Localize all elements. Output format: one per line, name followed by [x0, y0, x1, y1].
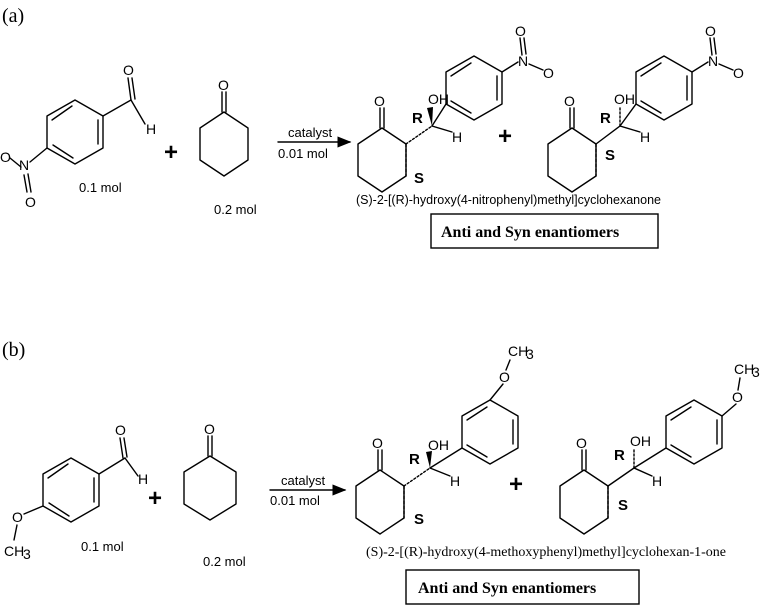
- panel-a-plus-2: +: [498, 123, 512, 150]
- product1-b-ketone-oxygen: O: [372, 435, 383, 451]
- aldehyde-oxygen-a: O: [123, 62, 134, 78]
- panel-b-product-2: O OH H O CH 3: [559, 361, 760, 535]
- panel-b-plus-2: +: [509, 471, 523, 498]
- product1-b-sub3: 3: [526, 346, 534, 362]
- product1-b-hydrogen: H: [450, 473, 460, 489]
- panel-a-plus-1: +: [164, 139, 178, 166]
- ketone-oxygen-a: O: [218, 77, 229, 93]
- product1-b-hydroxyl: OH: [428, 437, 449, 453]
- product1-b-stereo-R: R: [409, 451, 420, 468]
- panel-b-box: [405, 569, 640, 605]
- product2-b-hydrogen: H: [652, 473, 662, 489]
- product1-a-stereo-S: S: [414, 170, 424, 187]
- product2-a-ketone-oxygen: O: [564, 93, 575, 109]
- panel-b-cyclohexanone: O: [183, 421, 237, 521]
- product1-b-stereo-S: S: [414, 511, 424, 528]
- product2-a-nitro-o1: O: [705, 23, 716, 39]
- nitro-oxygen-a1: O: [0, 149, 11, 165]
- product1-a-nitro-n: N: [518, 53, 528, 69]
- wedge-bond: [427, 107, 433, 126]
- panel-a-catalyst-amount: 0.01 mol: [278, 146, 328, 161]
- product1-b-methoxy-o: O: [499, 369, 510, 385]
- product1-a-hydrogen: H: [452, 129, 462, 145]
- product2-b-stereo-R: R: [614, 447, 625, 464]
- panel-b-reactant2-amount: 0.2 mol: [203, 554, 246, 569]
- nitro-nitrogen-a: N: [19, 157, 29, 173]
- product2-a-hydroxyl: OH: [614, 91, 635, 107]
- panel-a-box-label: Anti and Syn enantiomers: [441, 224, 619, 241]
- panel-a-product-1: O OH H N O O: [357, 23, 554, 193]
- wedge-bond: [426, 451, 432, 468]
- panel-a-reactant1-amount: 0.1 mol: [79, 180, 122, 195]
- panel-b-catalyst-amount: 0.01 mol: [270, 493, 320, 508]
- product1-b-ch3: CH: [508, 343, 528, 359]
- product1-a-ketone-oxygen: O: [374, 93, 385, 109]
- product2-b-sub3: 3: [752, 364, 760, 380]
- panel-b-product-name: (S)-2-[(R)-hydroxy(4-methoxyphenyl)methy…: [366, 545, 726, 560]
- panel-a-box: [430, 213, 659, 249]
- product2-b-methoxy-o: O: [732, 389, 743, 405]
- product1-a-nitro-o1: O: [515, 23, 526, 39]
- product2-b-ketone-oxygen: O: [576, 435, 587, 451]
- product2-a-hydrogen: H: [640, 129, 650, 145]
- panel-b-box-label: Anti and Syn enantiomers: [418, 580, 596, 597]
- panel-a-label: (a): [2, 5, 24, 27]
- panel-b-methoxybenzaldehyde: O H O CH 3: [4, 422, 148, 562]
- product2-a-stereo-S: S: [605, 147, 615, 164]
- product2-b-stereo-S: S: [618, 497, 628, 514]
- panel-b-product-1: O OH H O CH 3: [355, 343, 534, 535]
- panel-a-cyclohexanone: O: [199, 77, 249, 177]
- panel-a-product-2: O OH H N O O: [547, 23, 744, 193]
- product2-a-nitro-n: N: [708, 53, 718, 69]
- product1-a-stereo-R: R: [412, 110, 423, 127]
- panel-b-reactant1-amount: 0.1 mol: [81, 539, 124, 554]
- ketone-oxygen-b: O: [204, 421, 215, 437]
- panel-a-product-name: (S)-2-[(R)-hydroxy(4-nitrophenyl)methyl]…: [356, 193, 661, 207]
- product2-a-stereo-R: R: [600, 110, 611, 127]
- nitro-oxygen-a2: O: [25, 194, 36, 210]
- product2-b-hydroxyl: OH: [630, 433, 651, 449]
- panel-a-nitrobenzaldehyde: O H N O O: [0, 62, 156, 210]
- methoxy-sub3-b: 3: [23, 546, 31, 562]
- aldehyde-oxygen-b: O: [115, 422, 126, 438]
- aldehyde-hydrogen-b: H: [138, 471, 148, 487]
- panel-a-catalyst-label: catalyst: [288, 125, 332, 140]
- panel-b-label: (b): [2, 339, 25, 361]
- methoxy-ch3-b: CH: [4, 543, 24, 559]
- product2-a-nitro-o2: O: [733, 65, 744, 81]
- panel-b-plus-1: +: [148, 485, 162, 512]
- methoxy-oxygen-b: O: [12, 509, 23, 525]
- product2-b-ch3: CH: [734, 361, 754, 377]
- panel-b-catalyst-label: catalyst: [281, 473, 325, 488]
- panel-a-reactant2-amount: 0.2 mol: [214, 202, 257, 217]
- aldehyde-hydrogen-a: H: [146, 121, 156, 137]
- product1-a-hydroxyl: OH: [428, 91, 449, 107]
- product1-a-nitro-o2: O: [543, 65, 554, 81]
